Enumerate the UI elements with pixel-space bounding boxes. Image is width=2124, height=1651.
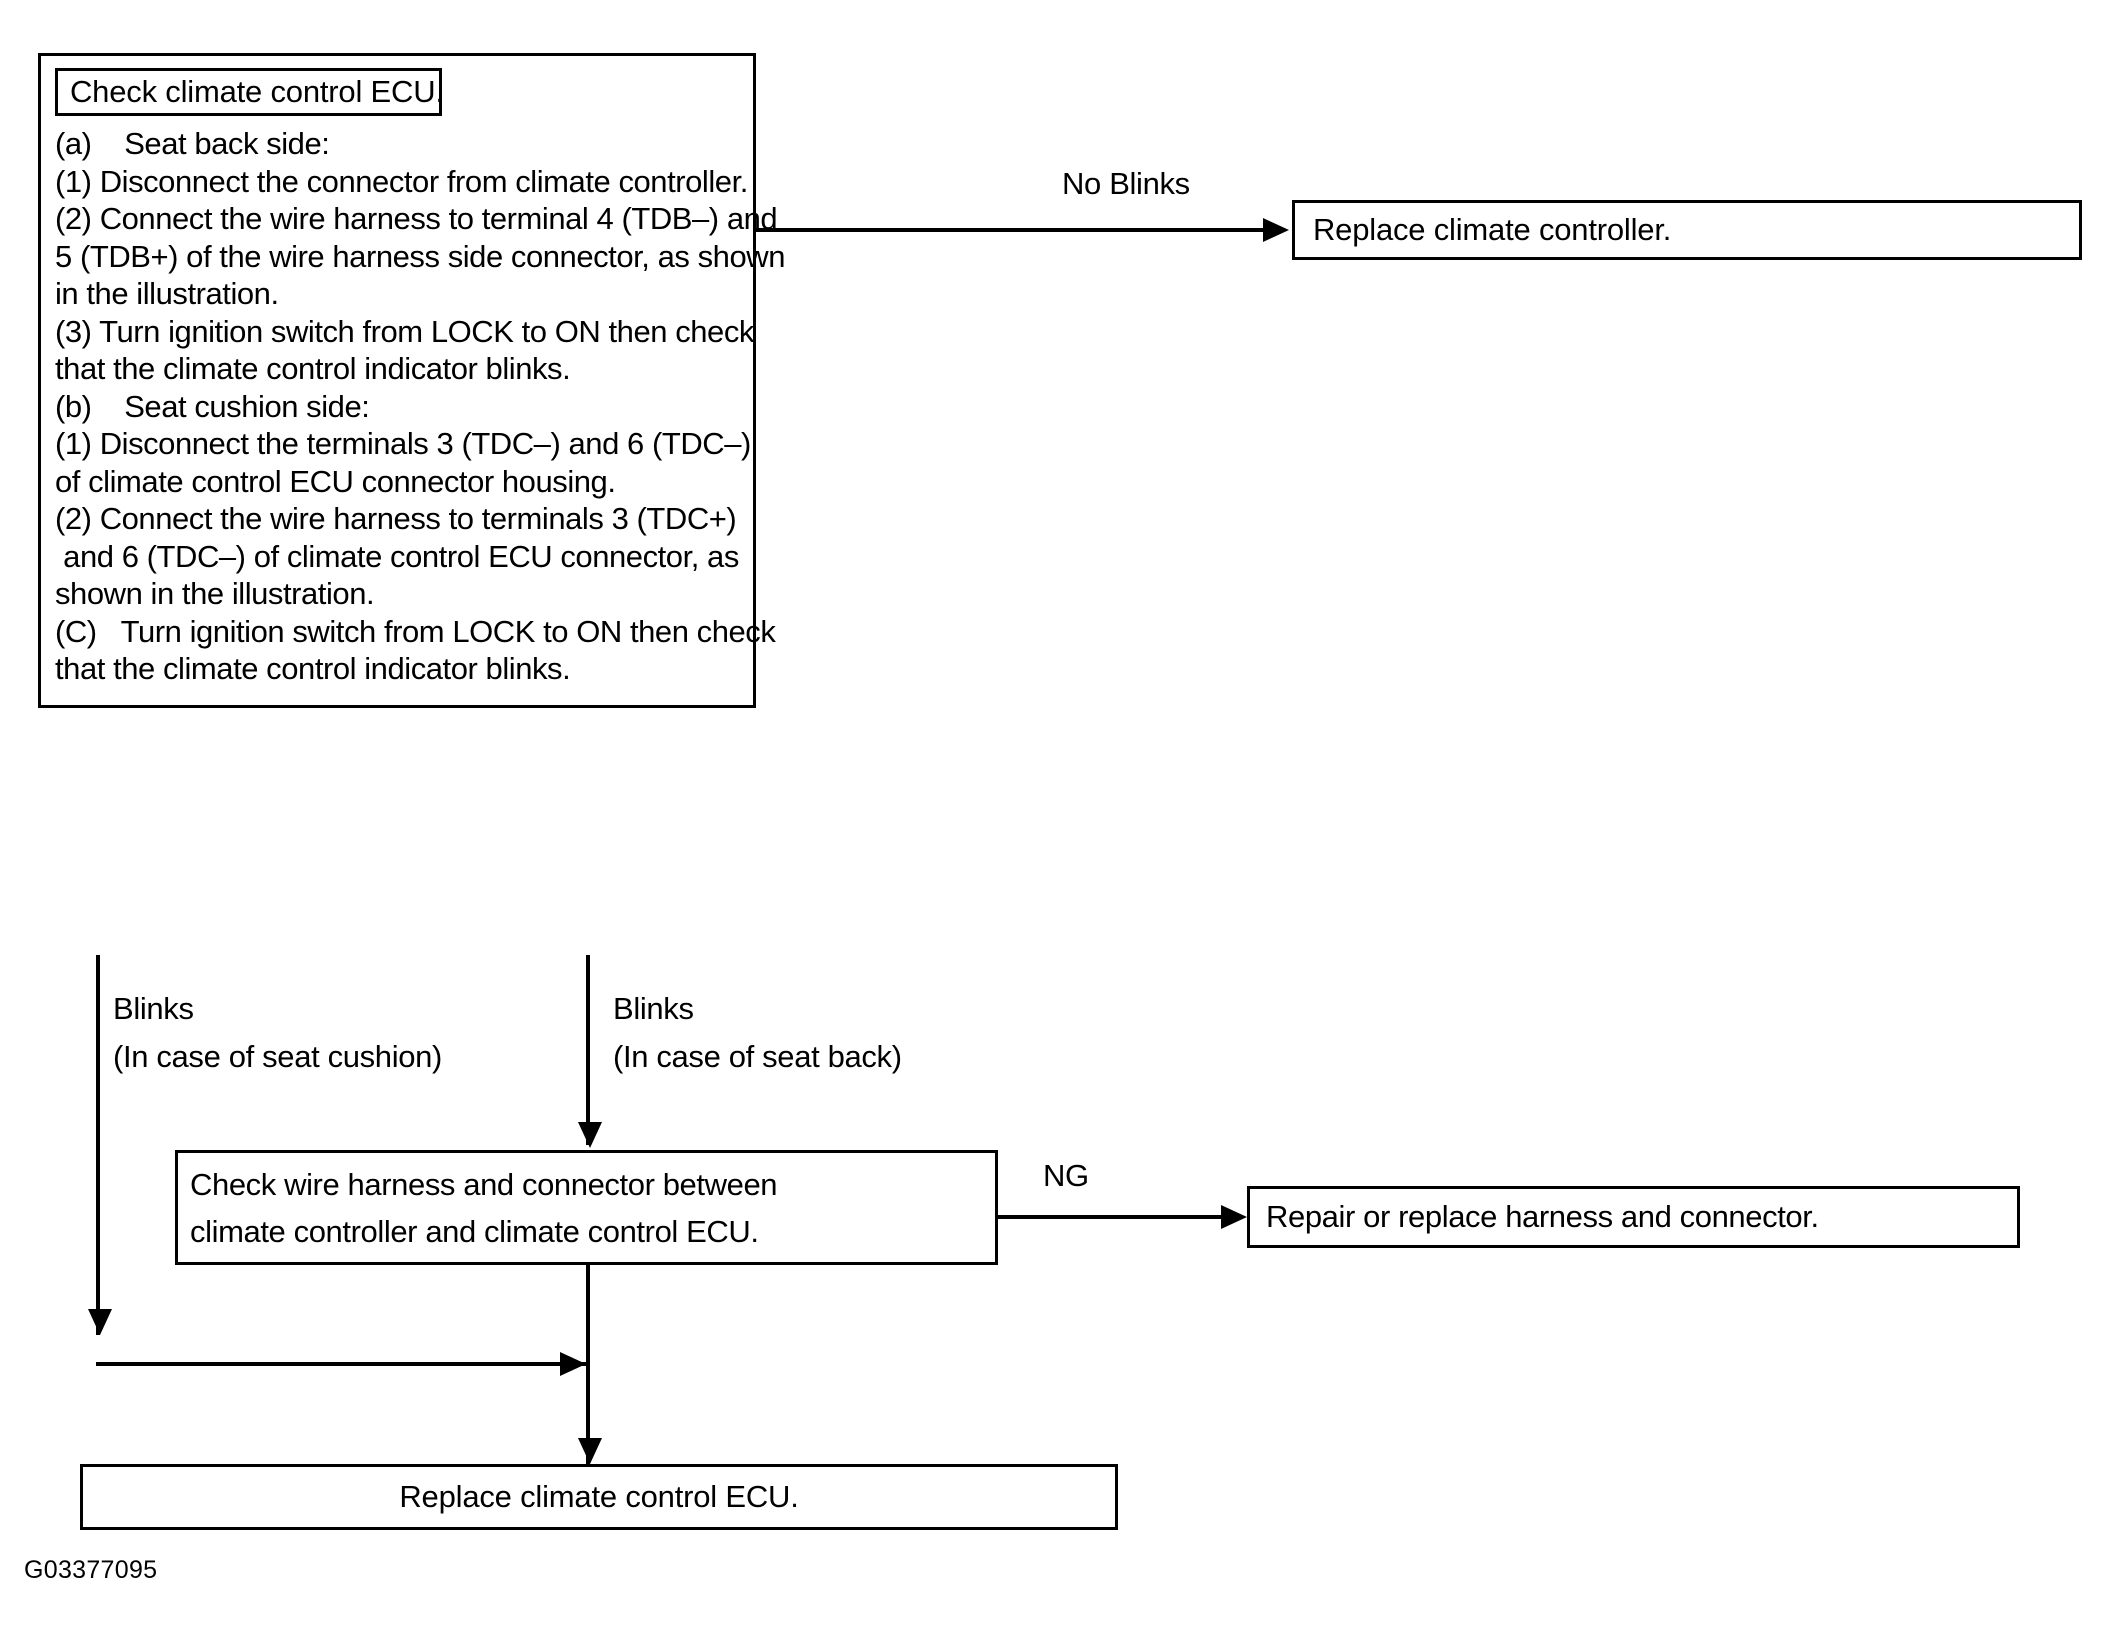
repair-or-replace-harness-label: Repair or replace harness and connector.: [1266, 1199, 1819, 1234]
check-wire-harness-line1: Check wire harness and connector between: [190, 1167, 778, 1202]
procedure-line: (b) Seat cushion side:: [55, 388, 370, 424]
repair-or-replace-harness-box: Repair or replace harness and connector.: [1247, 1186, 2020, 1248]
procedure-line: of climate control ECU connector housing…: [55, 463, 616, 499]
label-blinks-back: Blinks (In case of seat back): [613, 985, 902, 1081]
procedure-line: (1) Disconnect the connector from climat…: [55, 163, 748, 199]
main-box-title-chip: Check climate control ECU.: [55, 68, 444, 116]
procedure-line: (3) Turn ignition switch from LOCK to ON…: [55, 313, 754, 349]
replace-climate-controller-box: Replace climate controller.: [1292, 200, 2082, 260]
label-blinks-back-line2: (In case of seat back): [613, 1039, 902, 1074]
main-box-title: Check climate control ECU.: [70, 74, 444, 109]
arrowhead-no-blinks: [1263, 218, 1289, 242]
procedure-line: (2) Connect the wire harness to terminal…: [55, 501, 737, 536]
figure-code: G03377095: [24, 1556, 158, 1584]
procedure-line: (a) Seat back side:: [55, 126, 330, 161]
arrowhead-blinks-back: [578, 1122, 602, 1148]
replace-climate-control-ecu-box: Replace climate control ECU.: [80, 1464, 1118, 1530]
replace-climate-control-ecu-label: Replace climate control ECU.: [399, 1479, 799, 1514]
label-blinks-cushion-line1: Blinks: [113, 991, 194, 1026]
label-blinks-cushion: Blinks (In case of seat cushion): [113, 985, 442, 1081]
label-no-blinks: No Blinks: [1062, 166, 1190, 201]
procedure-line: that the climate control indicator blink…: [55, 351, 571, 386]
connector-merge-horizontal: [96, 1362, 590, 1366]
procedure-line: shown in the illustration.: [55, 576, 375, 611]
label-blinks-back-line1: Blinks: [613, 991, 694, 1026]
procedure-line: (C) Turn ignition switch from LOCK to ON…: [55, 613, 776, 649]
procedure-line: 5 (TDB+) of the wire harness side connec…: [55, 238, 785, 274]
connector-blinks-back-vertical: [586, 955, 590, 1145]
procedure-line: (2) Connect the wire harness to terminal…: [55, 201, 778, 236]
procedure-line: (1) Disconnect the terminals 3 (TDC–) an…: [55, 426, 751, 461]
label-ng: NG: [1043, 1158, 1089, 1193]
arrowhead-ng: [1221, 1205, 1247, 1229]
connector-ng: [998, 1215, 1224, 1219]
label-blinks-cushion-line2: (In case of seat cushion): [113, 1039, 442, 1074]
procedure-line: and 6 (TDC–) of climate control ECU conn…: [55, 538, 739, 574]
arrowhead-replace-ecu: [578, 1438, 602, 1464]
check-climate-control-ecu-box: [38, 53, 756, 708]
connector-no-blinks: [756, 228, 1266, 232]
procedure-line: that the climate control indicator blink…: [55, 651, 571, 686]
check-wire-harness-box: Check wire harness and connector between…: [175, 1150, 998, 1265]
replace-climate-controller-label: Replace climate controller.: [1313, 212, 1672, 247]
arrowhead-blinks-cushion: [88, 1309, 112, 1335]
connector-blinks-cushion-vertical: [96, 955, 100, 1335]
check-wire-harness-line2: climate controller and climate control E…: [190, 1214, 759, 1249]
procedure-line: in the illustration.: [55, 276, 279, 311]
procedure-text-block: (a) Seat back side: (1) Disconnect the c…: [55, 125, 785, 688]
arrowhead-merge: [560, 1352, 586, 1376]
